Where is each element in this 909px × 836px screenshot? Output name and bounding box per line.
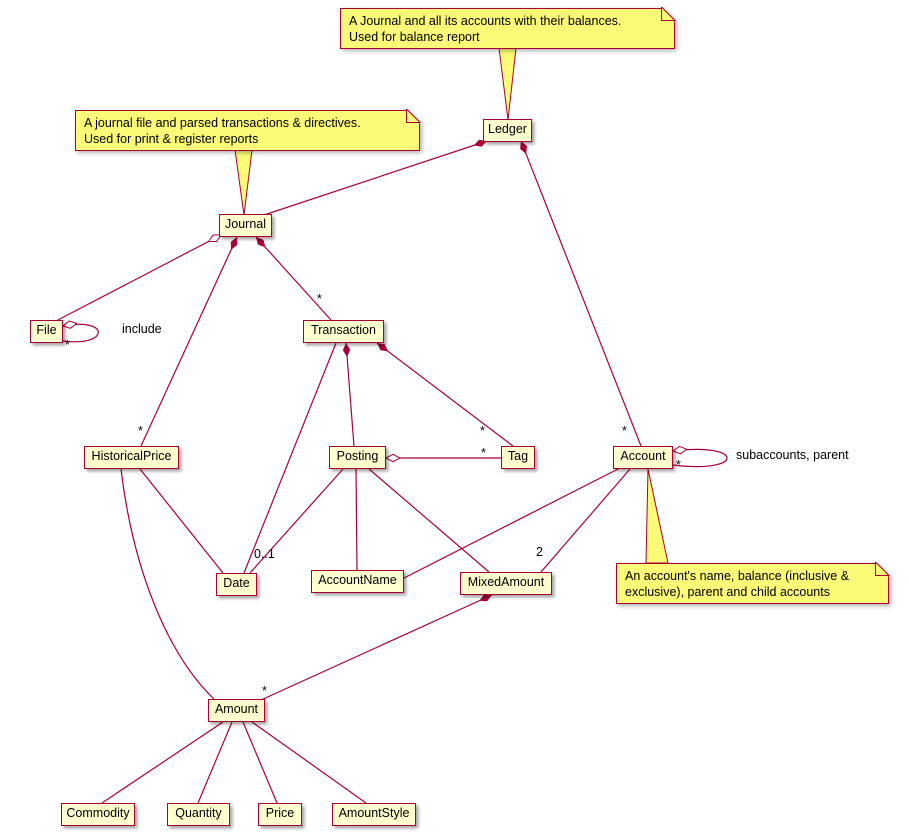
edge-mixedamount-amount: [260, 594, 493, 701]
multiplicity-transaction-tag: *: [480, 424, 485, 438]
multiplicity-posting-date: 0..1: [254, 547, 275, 561]
note-account: An account's name, balance (inclusive & …: [616, 562, 890, 604]
note-tail-ledger: [498, 47, 517, 121]
edge-account-mixedamount: [540, 468, 631, 573]
edge-label-subaccounts-parent: subaccounts, parent: [736, 448, 849, 462]
class-historicalprice: HistoricalPrice: [84, 446, 179, 469]
edge-transaction-posting: [342, 342, 355, 447]
class-mixedamount: MixedAmount: [460, 572, 552, 595]
edge-transaction-tag: [376, 342, 514, 447]
edge-journal-transaction: [255, 236, 332, 321]
edge-ledger-account: [520, 140, 642, 447]
edge-historicalprice-amount: [120, 468, 215, 700]
multiplicity-journal-transaction: *: [317, 292, 322, 306]
edge-account-self-subaccounts: [673, 449, 728, 468]
class-commodity: Commodity: [61, 803, 135, 826]
class-file: File: [30, 320, 63, 343]
edge-posting-mixedamount: [368, 468, 490, 573]
class-posting: Posting: [329, 446, 386, 469]
class-journal: Journal: [219, 214, 272, 237]
edge-amount-commodity: [101, 721, 224, 804]
edge-file-self-include: [63, 324, 99, 343]
multiplicity-journal-historicalprice: *: [138, 424, 143, 438]
edge-posting-accountname: [355, 468, 358, 571]
edge-historicalprice-date: [139, 468, 224, 574]
edge-label-include: include: [122, 322, 162, 336]
multiplicity-account-mixedamount: 2: [536, 545, 543, 559]
class-transaction: Transaction: [303, 320, 384, 343]
multiplicity-posting-tag: *: [481, 446, 486, 460]
class-tag: Tag: [501, 446, 535, 469]
class-accountname: AccountName: [311, 570, 404, 593]
note-fold-icon: [661, 7, 676, 21]
edge-amount-price: [242, 721, 278, 804]
class-ledger: Ledger: [483, 119, 532, 142]
class-account: Account: [613, 446, 673, 469]
note-tail-account: [645, 468, 669, 564]
class-date: Date: [216, 573, 257, 596]
class-amount: Amount: [208, 699, 265, 722]
note-ledger: A Journal and all its accounts with thei…: [340, 7, 676, 49]
edge-account-accountname: [403, 468, 619, 579]
note-fold-icon: [406, 109, 421, 123]
class-amountstyle: AmountStyle: [332, 803, 416, 826]
edge-posting-date: [249, 468, 344, 574]
edge-amount-quantity: [197, 721, 233, 804]
edge-journal-historicalprice: [140, 236, 238, 447]
edge-ledger-journal: [263, 139, 488, 216]
edge-transaction-date: [243, 342, 337, 574]
multiplicity-file-include: *: [65, 338, 70, 352]
note-fold-icon: [875, 562, 890, 576]
note-tail-journal: [234, 149, 253, 216]
note-journal: A journal file and parsed transactions &…: [75, 109, 421, 151]
class-quantity: Quantity: [167, 803, 230, 826]
edge-amount-amountstyle: [251, 721, 367, 804]
multiplicity-account-self: *: [676, 458, 681, 472]
multiplicity-ledger-account: *: [622, 424, 627, 438]
multiplicity-mixedamount-amount: *: [262, 684, 267, 698]
edge-journal-file: [55, 235, 221, 322]
class-price: Price: [258, 803, 302, 826]
